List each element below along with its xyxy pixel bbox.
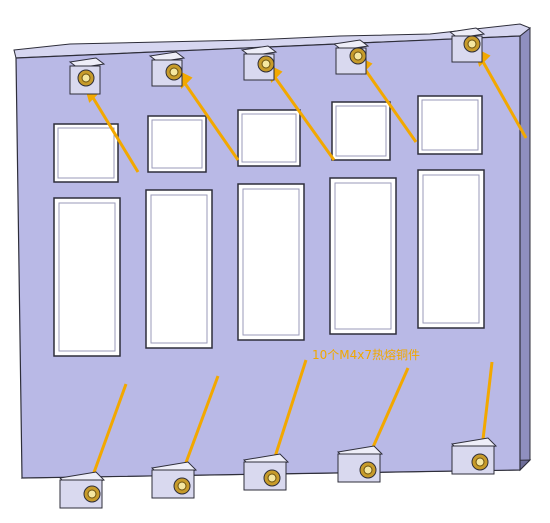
lower-window: [329, 177, 397, 335]
lower-window: [417, 169, 485, 329]
plate-side-edge: [519, 26, 531, 472]
upper-window: [417, 95, 483, 155]
upper-window: [237, 109, 301, 167]
bottom-bosses: [58, 437, 498, 509]
lower-windows: [53, 169, 485, 357]
insert-boss: [240, 45, 278, 81]
upper-window: [331, 101, 391, 161]
insert-boss: [150, 461, 198, 499]
leader-lines: [81, 47, 528, 494]
top-bosses: [68, 27, 486, 95]
upper-window: [147, 115, 207, 173]
insert-boss: [58, 471, 106, 509]
lower-window: [53, 197, 121, 357]
upper-windows: [53, 95, 483, 183]
insert-boss: [448, 27, 486, 63]
insert-boss: [336, 445, 384, 483]
insert-callout-label: 10个M4x7热熔铜件: [312, 348, 420, 362]
insert-boss: [450, 437, 498, 475]
lower-window: [237, 183, 305, 341]
insert-boss: [332, 39, 370, 75]
upper-window: [53, 123, 119, 183]
insert-boss: [68, 57, 106, 95]
insert-boss: [242, 453, 290, 491]
insert-boss: [148, 51, 186, 87]
lower-window: [145, 189, 213, 349]
